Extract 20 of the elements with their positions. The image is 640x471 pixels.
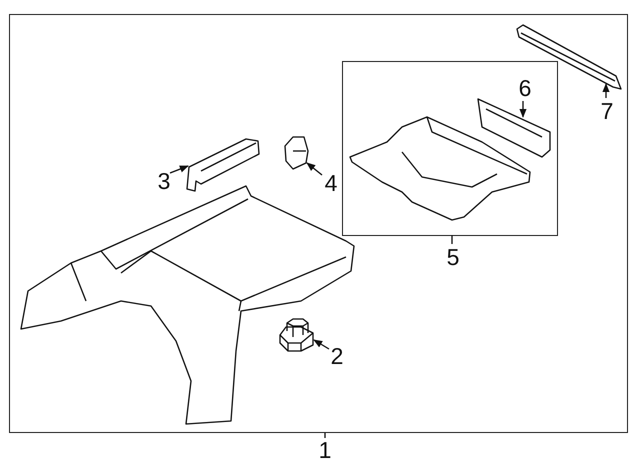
callout-number: 6 bbox=[516, 76, 534, 102]
arrow bbox=[602, 83, 610, 98]
callout-number: 5 bbox=[444, 245, 462, 271]
callout-number: 3 bbox=[155, 169, 173, 195]
callout-number: 7 bbox=[598, 99, 616, 125]
leader-line bbox=[324, 433, 326, 438]
diagram-frame bbox=[9, 14, 628, 433]
floor-plug-drawing bbox=[278, 318, 315, 353]
leader-line bbox=[451, 235, 453, 244]
callout-number: 4 bbox=[322, 171, 340, 197]
arrow bbox=[519, 101, 527, 118]
bracket-drawing bbox=[186, 137, 260, 193]
callout-number: 2 bbox=[328, 344, 346, 370]
reinforcement-drawing bbox=[476, 97, 552, 159]
group-frame bbox=[342, 61, 558, 236]
arrow bbox=[306, 162, 322, 176]
arrow bbox=[170, 165, 189, 174]
arrow bbox=[313, 339, 330, 350]
reinforcement-drawing bbox=[284, 135, 309, 170]
callout-number: 1 bbox=[316, 438, 334, 464]
